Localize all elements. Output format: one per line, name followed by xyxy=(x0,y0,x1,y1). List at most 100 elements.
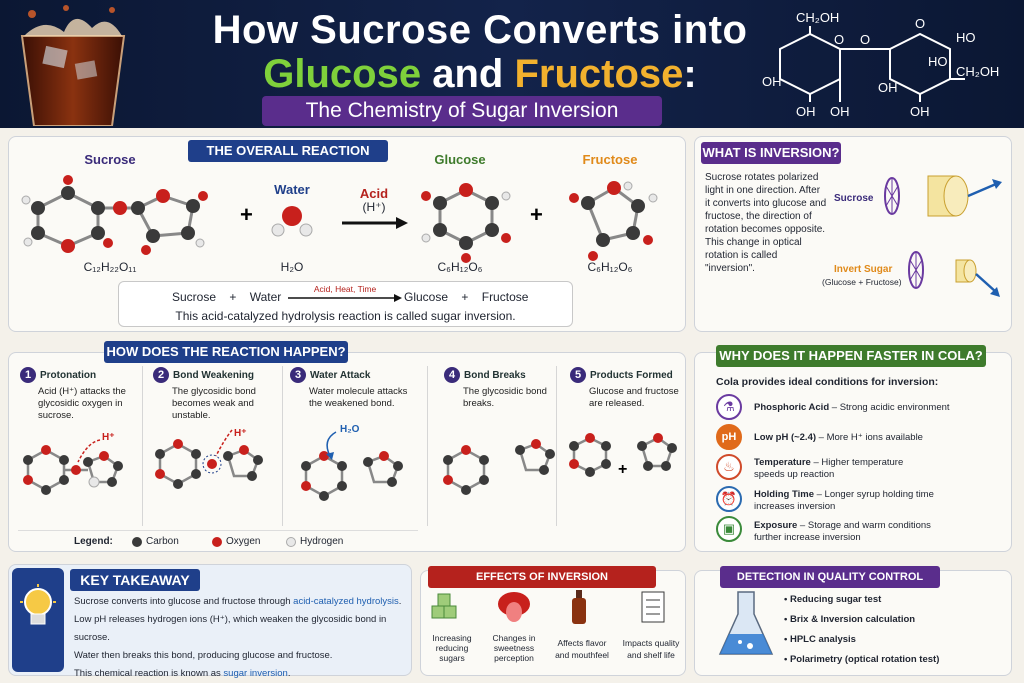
glucose-molecule xyxy=(421,183,511,263)
thermometer-icon: ♨ xyxy=(716,454,742,480)
factor-2-desc: – More H⁺ ions available xyxy=(816,432,923,443)
formula-glucose: C₆H₁₂O₆ xyxy=(437,260,483,274)
takeaway-line-1: Sucrose converts into glucose and fructo… xyxy=(74,593,408,611)
factor-4: Holding Time – Longer syrup holding time… xyxy=(754,489,934,513)
header-banner: How Sucrose Converts into Glucose and Fr… xyxy=(0,0,1024,128)
takeaway-title: KEY TAKEAWAY xyxy=(70,569,200,591)
fructose-label: Fructose xyxy=(582,152,638,167)
step-3-tag: H₂O xyxy=(340,424,360,435)
struct-label-9: CH₂OH xyxy=(956,64,999,79)
step-5-number: 5 xyxy=(570,367,586,383)
title-glucose: Glucose xyxy=(263,52,422,96)
factor-2: Low pH (~2.4) – More H⁺ ions available xyxy=(754,432,1004,444)
effect-3-label: Affects flavor and mouthfeel xyxy=(555,638,609,660)
factor-2-name: Low pH (~2.4) xyxy=(754,432,817,443)
inversion-invert-label: Invert Sugar xyxy=(834,264,893,275)
takeaway-l1a: Sucrose converts into glucose and fructo… xyxy=(74,596,294,607)
factor-5: Exposure – Storage and warm conditions f… xyxy=(754,520,954,544)
inversion-invert-sub: (Glucose + Fructose) xyxy=(822,277,902,287)
title-line-2: Glucose and Fructose: xyxy=(160,52,800,97)
struct-label-7: OH xyxy=(910,104,930,119)
formula-sucrose: C₁₂H₂₂O₁₁ xyxy=(83,260,137,274)
inversion-title: WHAT IS INVERSION? xyxy=(701,142,841,164)
title-line-1: How Sucrose Converts into xyxy=(212,8,748,52)
detection-item: • HPLC analysis xyxy=(784,634,856,645)
flask-icon: ⚗ xyxy=(716,394,742,420)
detection-item-2: Brix & Inversion calculation xyxy=(789,614,916,625)
bottle-icon xyxy=(572,590,586,624)
detection-item-1: Reducing sugar test xyxy=(789,594,882,605)
factor-5-name: Exposure xyxy=(754,520,798,531)
detection-item: • Brix & Inversion calculation xyxy=(784,614,916,625)
fructose-molecule xyxy=(569,181,658,261)
sucrose-structure-diagram: CH₂OH O OH OH O OH OH HO CH₂OH O HO OH xyxy=(762,10,999,119)
ph-icon: pH xyxy=(716,424,742,450)
detection-title: DETECTION IN QUALITY CONTROL xyxy=(720,566,940,588)
factor-3: Temperature – Higher temperature speeds … xyxy=(754,457,924,481)
equation-products: Glucose + Fructose xyxy=(404,290,528,304)
eq-plus-2: + xyxy=(461,290,469,304)
flask-illustration xyxy=(718,591,774,655)
takeaway-line-4: This chemical reaction is known as sugar… xyxy=(74,665,408,683)
step-2-title: Bond Weakening xyxy=(173,370,254,381)
sucrose-molecule xyxy=(21,175,208,255)
detection-item: • Polarimetry (optical rotation test) xyxy=(784,654,940,665)
step-divider xyxy=(427,366,428,526)
tongue-icon xyxy=(498,592,530,622)
plus-sign-2: + xyxy=(530,202,543,227)
reaction-molecules: + + xyxy=(21,175,658,263)
factor-5-desc: – Storage and warm conditions further in… xyxy=(754,520,931,543)
legend-hydrogen: Hydrogen xyxy=(300,536,344,547)
factor-1: Phosphoric Acid – Strong acidic environm… xyxy=(754,402,1004,414)
factor-3-desc: – Higher temperature speeds up reaction xyxy=(754,457,904,480)
eq-sucrose: Sucrose xyxy=(172,290,217,304)
plus-sign-1: + xyxy=(240,202,253,227)
step-2-tag: H⁺ xyxy=(234,428,247,439)
eq-arrow xyxy=(288,294,402,302)
struct-label-3: OH xyxy=(762,74,782,89)
step-1-text: Acid (H⁺) attacks the glycosidic oxygen … xyxy=(38,386,126,421)
factor-3-name: Temperature xyxy=(754,457,811,468)
takeaway-l4b: sugar inversion xyxy=(223,668,288,679)
factor-1-desc: – Strong acidic environment xyxy=(829,402,950,413)
title-colon: : xyxy=(683,52,697,96)
eq-glucose: Glucose xyxy=(404,290,449,304)
legend-hydrogen-dot xyxy=(286,537,296,547)
reaction-arrow xyxy=(342,217,408,229)
cola-intro: Cola provides ideal conditions for inver… xyxy=(716,376,939,388)
step-divider xyxy=(282,366,283,526)
how-title: HOW DOES THE REACTION HAPPEN? xyxy=(104,341,348,363)
cola-title: WHY DOES IT HAPPEN FASTER IN COLA? xyxy=(716,345,986,367)
struct-label-10: O xyxy=(915,16,925,31)
effect-4-label: Impacts quality and shelf life xyxy=(622,638,680,660)
formula-fructose: C₆H₁₂O₆ xyxy=(587,260,633,274)
struct-label-5: O xyxy=(860,32,870,47)
effects-title: EFFECTS OF INVERSION xyxy=(428,566,656,588)
effect-1-label: Increasing reducing sugars xyxy=(432,633,472,663)
lightbulb-icon xyxy=(20,584,56,625)
inversion-panel xyxy=(694,136,1012,332)
clock-icon: ⏰ xyxy=(716,486,742,512)
subtitle: The Chemistry of Sugar Inversion xyxy=(262,96,662,126)
glucose-label: Glucose xyxy=(434,152,486,167)
effects-icons xyxy=(431,590,665,624)
step-5-plus: + xyxy=(618,461,627,478)
eq-fructose: Fructose xyxy=(481,290,529,304)
title-and: and xyxy=(421,52,515,96)
legend-carbon-dot xyxy=(132,537,142,547)
checklist-icon xyxy=(641,591,665,623)
struct-label-4: OH xyxy=(796,104,816,119)
takeaway-line-2: Low pH releases hydrogen ions (H⁺), whic… xyxy=(74,614,387,643)
equation-note: This acid-catalyzed hydrolysis reaction … xyxy=(175,309,516,323)
acid-label: Acid xyxy=(359,186,389,201)
cola-glass-illustration xyxy=(20,5,126,126)
legend-box: Legend: Carbon Oxygen Hydrogen xyxy=(18,530,418,552)
struct-label-12: OH xyxy=(878,80,898,95)
water-molecule xyxy=(271,206,313,237)
eq-conditions: Acid, Heat, Time xyxy=(313,284,377,294)
takeaway-text: Sucrose converts into glucose and fructo… xyxy=(74,593,408,683)
equation-line: Sucrose + Water xyxy=(172,290,281,304)
step-divider xyxy=(142,366,143,526)
cola-panel xyxy=(694,352,1012,552)
detection-list: • Reducing sugar test • Brix & Inversion… xyxy=(784,590,939,670)
